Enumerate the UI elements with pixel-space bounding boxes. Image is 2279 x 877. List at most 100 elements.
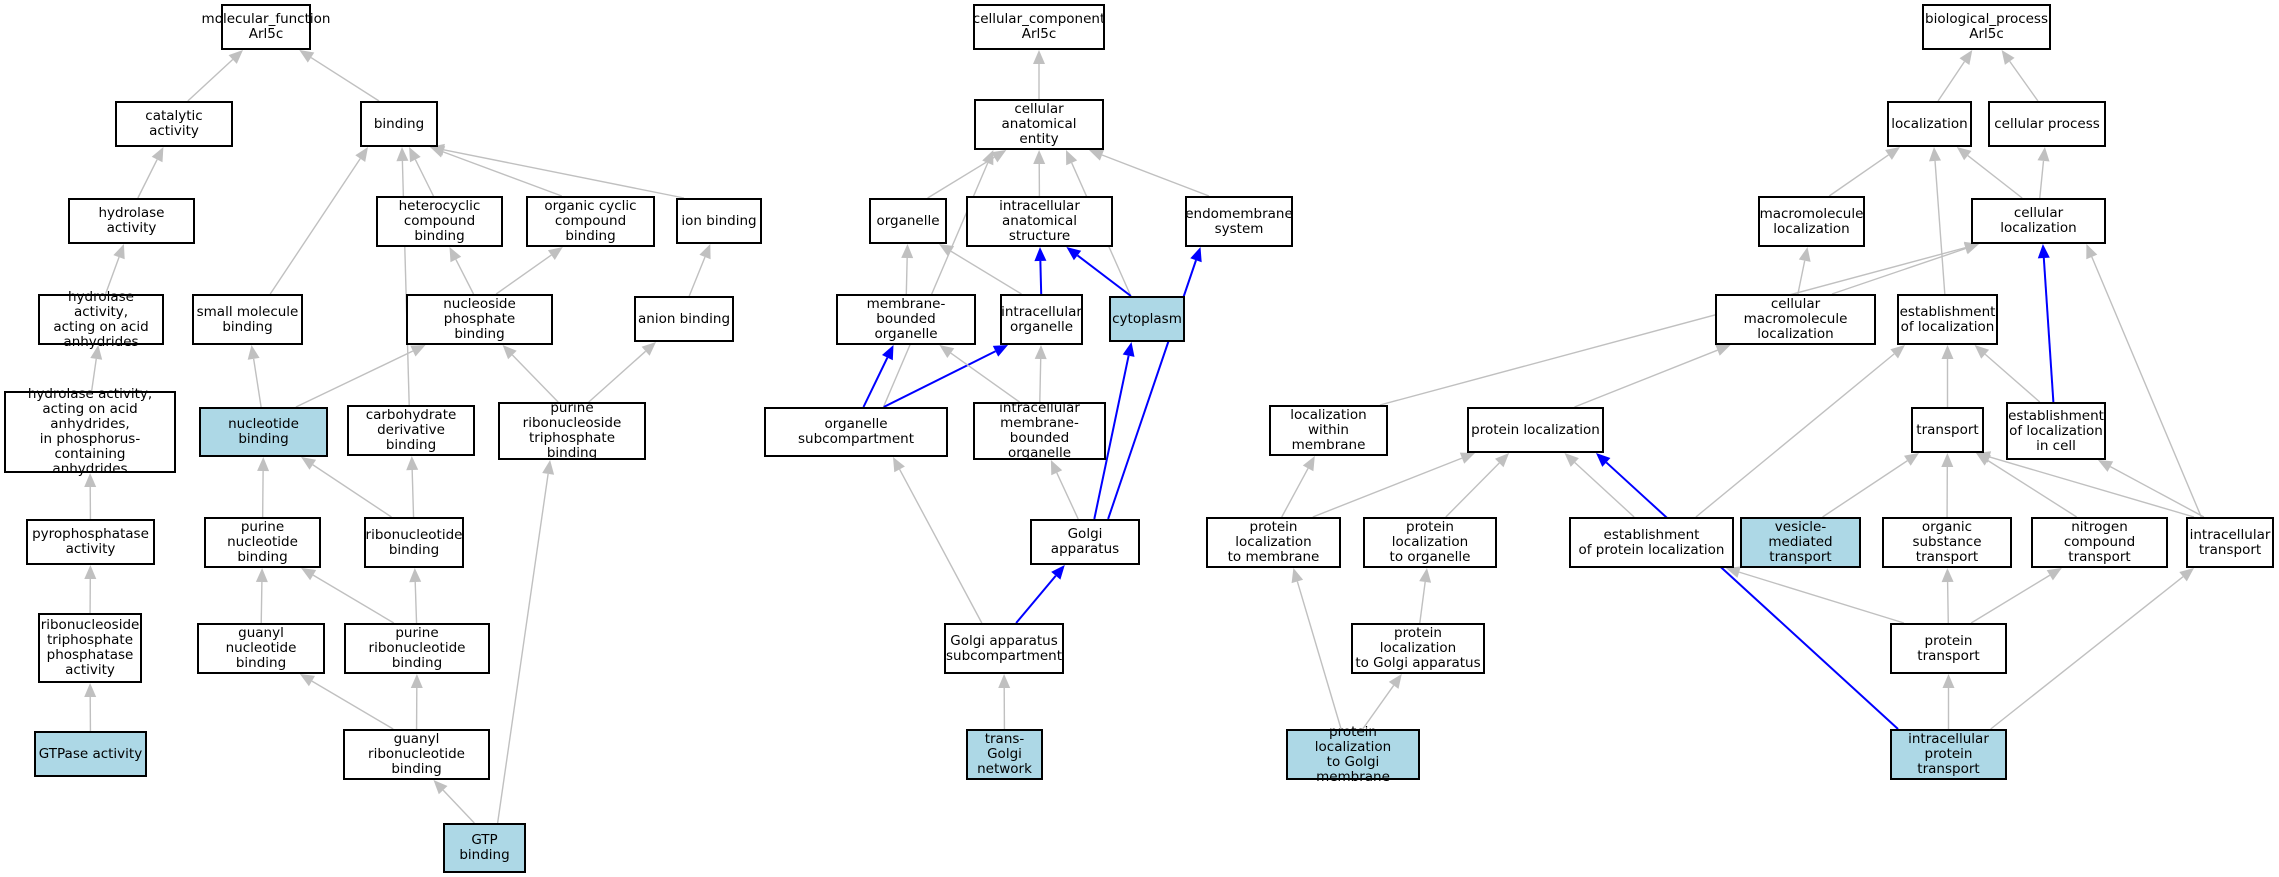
node-protein-localization[interactable]: protein localization [1467,407,1604,453]
node-intracellular-organelle[interactable]: intracellular organelle [1000,294,1083,345]
edge-hydrolase_acid-to-hydrolase [104,256,120,295]
node-intracellular-anatomical-structure[interactable]: intracellular anatomical structure [966,196,1113,247]
edge-gtp_binding-to-guanyl_ribonucleotide [442,789,475,824]
arrowhead-hydrolase_p-to-hydrolase_acid [90,345,103,360]
arrowhead-ribonucleotide-to-carbohydrate_deriv [406,456,419,471]
node-purine-nucleotide-binding[interactable]: purine nucleotide binding [204,517,321,568]
edge-intracellular_org-to-intracellular_as [1039,260,1043,295]
node-intracellular-membrane-bounded-organelle[interactable]: intracellular membrane-bounded organelle [973,401,1106,461]
node-transport[interactable]: transport [1911,407,1984,453]
edge-establish_loc_cell-to-cellular_loc [2042,257,2055,403]
node-endomembrane-system[interactable]: endomembrane system [1185,196,1293,247]
edge-organelle-to-cae [927,156,995,199]
node-cellular-process[interactable]: cellular process [1988,101,2106,147]
node-ion-binding[interactable]: ion binding [676,198,762,244]
node-protein-localization-to-membrane[interactable]: protein localization to membrane [1206,517,1341,568]
arrowhead-transport-to-establish_loc [1941,345,1954,359]
edge-nitrogen_transport-to-transport [1987,459,2078,518]
edge-protein_loc_golgi-to-protein_loc_organelle [1419,581,1426,624]
node-protein-localization-to-organelle[interactable]: protein localization to organelle [1363,517,1497,568]
edge-endomembrane-to-cae [1101,154,1210,197]
node-ribonucleoside-triphosphate-phosphatase[interactable]: ribonucleoside triphosphate phosphatase … [38,613,142,683]
node-gtp-binding[interactable]: GTP binding [443,823,526,873]
edge-intracellular_protein_transport-to-protein_loc [1605,461,1899,730]
node-guanyl-nucleotide-binding[interactable]: guanyl nucleotide binding [197,623,325,674]
edge-cell_macro_loc-to-macromolecule_loc [1797,260,1806,295]
node-cellular-anatomical-entity[interactable]: cellular anatomical entity [974,99,1104,150]
node-organelle[interactable]: organelle [869,198,947,244]
arrowhead-ribonucleotide-to-nucleotide_binding [301,457,317,470]
node-localization-within-membrane[interactable]: localization within membrane [1269,405,1388,456]
node-hydrolase-activity[interactable]: hydrolase activity [68,198,195,244]
edge-binding-to-mf_root [310,56,380,102]
node-small-molecule-binding[interactable]: small molecule binding [192,294,303,345]
edge-purine_rnstp-to-anion_binding [588,350,647,403]
node-purine-ribonucleotide-binding[interactable]: purine ribonucleotide binding [344,623,490,674]
node-purine-ribonucleoside-triphosphate-binding[interactable]: purine ribonucleoside triphosphate bindi… [498,401,646,461]
arrowhead-golgi-to-cytoplasm [1122,342,1135,357]
node-cytoplasm[interactable]: cytoplasm [1109,296,1185,342]
node-trans-golgi-network[interactable]: trans-Golgi network [966,729,1043,780]
node-nucleotide-binding[interactable]: nucleotide binding [199,407,328,457]
edge-establish_protein_loc-to-establish_loc [1695,353,1895,518]
arrowhead-tgn-to-golgi_subcomp [998,674,1011,688]
node-golgi-apparatus[interactable]: Golgi apparatus [1030,519,1140,565]
edge-protein_loc_membrane-to-loc_within_membrane [1281,467,1309,518]
node-binding[interactable]: binding [360,101,438,147]
node-macromolecule-localization[interactable]: macromolecule localization [1758,196,1865,247]
node-cellular-macromolecule-localization[interactable]: cellular macromolecule localization [1715,294,1876,345]
node-protein-transport[interactable]: protein transport [1890,623,2007,674]
node-organic-cyclic-compound-binding[interactable]: organic cyclic compound binding [526,196,655,247]
node-protein-localization-to-golgi-membrane[interactable]: protein localization to Golgi membrane [1286,724,1420,784]
edge-intracellular_org-to-organelle [950,250,1022,295]
node-intracellular-protein-transport[interactable]: intracellular protein transport [1890,729,2007,780]
node-carbohydrate-derivative-binding[interactable]: carbohydrate derivative binding [347,405,475,456]
node-pyrophosphatase-activity[interactable]: pyrophosphatase activity [26,519,155,565]
node-biological-process-root[interactable]: biological_process Arl5c [1922,4,2051,50]
arrowhead-intracellular_protein_transport-to-protein_transport [1942,674,1955,688]
node-catalytic-activity[interactable]: catalytic activity [115,101,233,147]
edge-establish_loc-to-localization [1934,160,1946,295]
arrowhead-establish_loc_cell-to-cellular_loc [2037,244,2050,259]
node-vesicle-mediated-transport[interactable]: vesicle-mediated transport [1740,517,1861,568]
edge-nucleoside_phosphate-to-heterocyclic [455,259,475,295]
edge-cytoplasm-to-intracellular_as [1076,254,1132,297]
arrowhead-guanyl_ribonucleotide-to-purine_ribonucleotide [410,674,423,688]
edge-guanyl_ribonucleotide-to-guanyl_nucleotide [311,680,394,730]
edge-organelle_subcomp-to-membrane_bounded [862,357,889,408]
node-hydrolase-phosphorus-anhydrides[interactable]: hydrolase activity, acting on acid anhyd… [4,387,176,477]
node-cellular-component-root[interactable]: cellular_component Arl5c [973,4,1105,50]
node-molecular-function-root[interactable]: molecular_function Arl5c [202,4,330,50]
arrowhead-intracellular_org-to-intracellular_as [1034,247,1047,262]
arrowhead-localization-to-bp_root [1959,50,1973,65]
arrowhead-purine_ribonucleotide-to-ribonucleotide [409,568,422,583]
node-heterocyclic-compound-binding[interactable]: heterocyclic compound binding [376,196,503,247]
arrowhead-golgi-to-endomembrane [1190,247,1202,263]
node-protein-localization-to-golgi-apparatus[interactable]: protein localization to Golgi apparatus [1351,623,1485,674]
node-organic-substance-transport[interactable]: organic substance transport [1882,517,2012,568]
arrowhead-hydrolase_acid-to-hydrolase [113,244,125,260]
arrowhead-cae-to-cc_root [1033,50,1045,64]
node-cellular-localization[interactable]: cellular localization [1971,198,2106,244]
arrowhead-membrane_bounded-to-organelle [901,244,914,259]
node-membrane-bounded-organelle[interactable]: membrane-bounded organelle [836,294,976,345]
node-anion-binding[interactable]: anion binding [634,296,734,342]
node-hydrolase-acid-anhydrides[interactable]: hydrolase activity, acting on acid anhyd… [38,289,164,349]
node-nitrogen-compound-transport[interactable]: nitrogen compound transport [2031,517,2168,568]
node-localization[interactable]: localization [1887,101,1972,147]
node-organelle-subcompartment[interactable]: organelle subcompartment [764,407,948,457]
node-nucleoside-phosphate-binding[interactable]: nucleoside phosphate binding [406,294,553,345]
node-guanyl-ribonucleotide-binding[interactable]: guanyl ribonucleotide binding [343,729,490,780]
node-establishment-of-localization[interactable]: establishment of localization [1897,294,1998,345]
arrowhead-purine_nucleotide-to-nucleotide_binding [257,457,270,472]
node-ribonucleotide-binding[interactable]: ribonucleotide binding [364,517,464,568]
arrowhead-intra_mb_org-to-membrane_bounded [939,345,955,358]
node-gtpase-activity[interactable]: GTPase activity [34,731,147,777]
arrowhead-protein_transport-to-establish_protein_loc [1725,566,1741,578]
arrowhead-intracellular_transport-to-establish_loc_cell [2098,460,2114,472]
node-establishment-of-localization-in-cell[interactable]: establishment of localization in cell [2006,402,2106,460]
node-intracellular-transport[interactable]: intracellular transport [2186,517,2274,568]
edge-cell_macro_loc-to-cellular_loc [1831,247,1966,295]
node-establishment-of-protein-localization[interactable]: establishment of protein localization [1569,517,1734,568]
node-golgi-apparatus-subcompartment[interactable]: Golgi apparatus subcompartment [944,623,1064,674]
